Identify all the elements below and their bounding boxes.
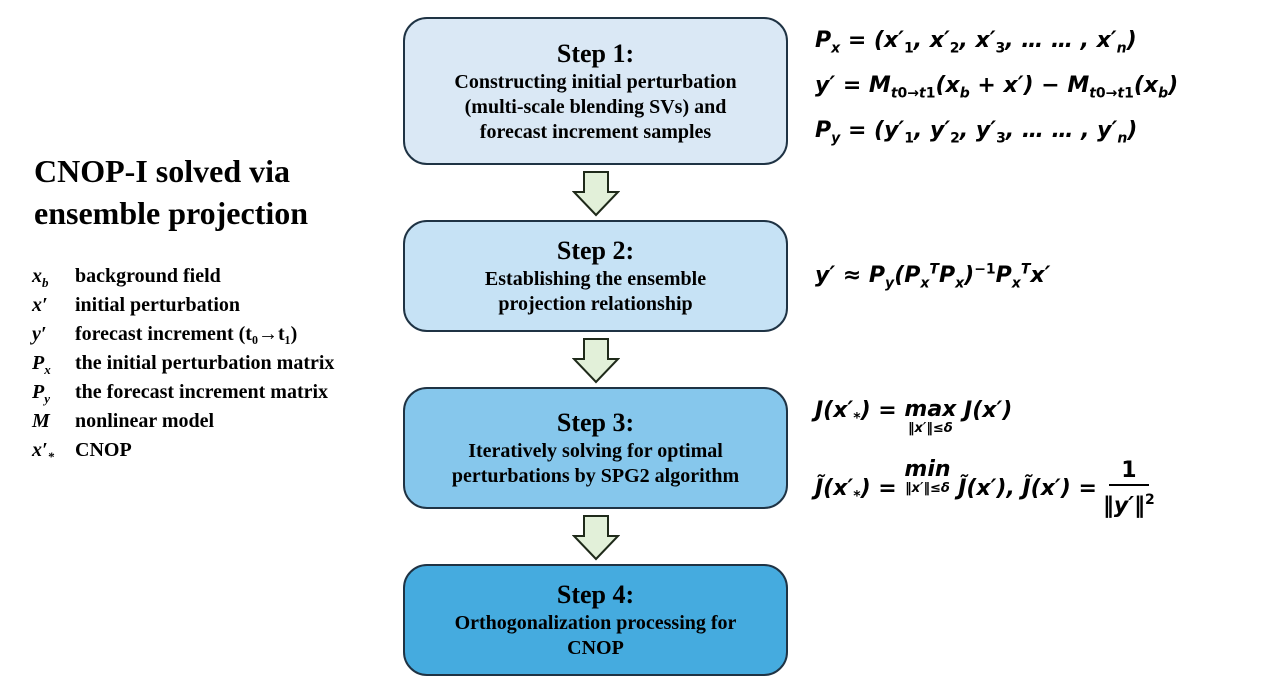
equation-cnop-min: J̃(x′*) = min‖x′‖≤δ J̃(x′), J̃(x′) =1‖y′… [815,458,1155,520]
legend-item: xb background field [32,262,334,291]
down-arrow-icon [572,171,620,217]
symbol-legend: xb background field x′ initial perturbat… [32,262,334,465]
step-3-box: Step 3: Iteratively solving for optimal … [403,387,788,509]
equation-y-prime: y′ = Mt0→t1(xb + x′) − Mt0→t1(xb) [815,73,1178,101]
legend-item: Py the forecast increment matrix [32,378,334,407]
legend-symbol: x′* [32,439,55,464]
equation-px: Px = (x′1, x′2, x′3, … … , x′n) [815,28,1137,56]
legend-symbol: x′ [32,294,48,316]
legend-label: initial perturbation [75,294,241,316]
legend-symbol: Px [32,352,51,377]
legend-item: x′* CNOP [32,436,334,465]
legend-label: forecast increment (t₀→t₁) [75,323,298,345]
equation-projection: y′ ≈ Py(PxTPx)−1PxTx′ [815,262,1050,292]
legend-label: nonlinear model [75,410,215,432]
equation-text: J(x′*) = max‖x′‖≤δ J(x′) [815,397,1013,436]
legend-label: background field [75,265,221,287]
equation-py: Py = (y′1, y′2, y′3, … … , y′n) [815,118,1137,146]
down-arrow-icon [572,338,620,384]
legend-label: the initial perturbation matrix [75,352,335,374]
step-title: Step 2: [556,236,635,265]
title-line-2: ensemble projection [34,195,309,231]
title-line-1: CNOP-I solved via [34,153,290,189]
step-desc-line: Iteratively solving for optimal [468,440,723,462]
step-title: Step 3: [556,408,635,437]
legend-item: x′ initial perturbation [32,291,334,320]
step-4-box: Step 4: Orthogonalization processing for… [403,564,788,676]
legend-symbol: Py [32,381,50,406]
legend-symbol: y′ [32,323,47,345]
equation-text: J̃(x′*) = min‖x′‖≤δ J̃(x′), J̃(x′) =1‖y′… [815,457,1155,519]
legend-label: CNOP [75,439,132,461]
step-desc-line: forecast increment samples [479,120,712,143]
legend-symbol: M [32,410,50,432]
diagram-title: CNOP-I solved via ensemble projection [34,150,308,234]
step-desc-line: (multi-scale blending SVs) and [464,95,727,118]
legend-item: y′ forecast increment (t₀→t₁) [32,320,334,349]
step-2-box: Step 2: Establishing the ensemble projec… [403,220,788,332]
step-title: Step 4: [556,580,635,609]
down-arrow-icon [572,515,620,561]
equation-cnop-max: J(x′*) = max‖x′‖≤δ J(x′) [815,398,1012,436]
equation-text: y′ = Mt0→t1(xb + x′) − Mt0→t1(xb) [815,73,1179,102]
legend-item: Px the initial perturbation matrix [32,349,334,378]
legend-symbol: xb [32,265,49,290]
step-desc-line: Orthogonalization processing for [454,612,737,634]
equation-text: Px = (x′1, x′2, x′3, … … , x′n) [815,28,1137,57]
step-1-box: Step 1: Constructing initial perturbatio… [403,17,788,165]
legend-label: the forecast increment matrix [75,381,329,403]
step-desc-line: Establishing the ensemble [484,268,707,290]
step-desc-line: perturbations by SPG2 algorithm [451,465,740,487]
equation-text: Py = (y′1, y′2, y′3, … … , y′n) [815,118,1138,147]
step-desc-line: CNOP [567,637,624,659]
legend-item: M nonlinear model [32,407,334,436]
equation-text: y′ ≈ Py(PxTPx)−1PxTx′ [815,262,1051,292]
step-title: Step 1: [556,38,635,68]
step-desc-line: Constructing initial perturbation [454,70,737,93]
step-desc-line: projection relationship [498,293,693,315]
